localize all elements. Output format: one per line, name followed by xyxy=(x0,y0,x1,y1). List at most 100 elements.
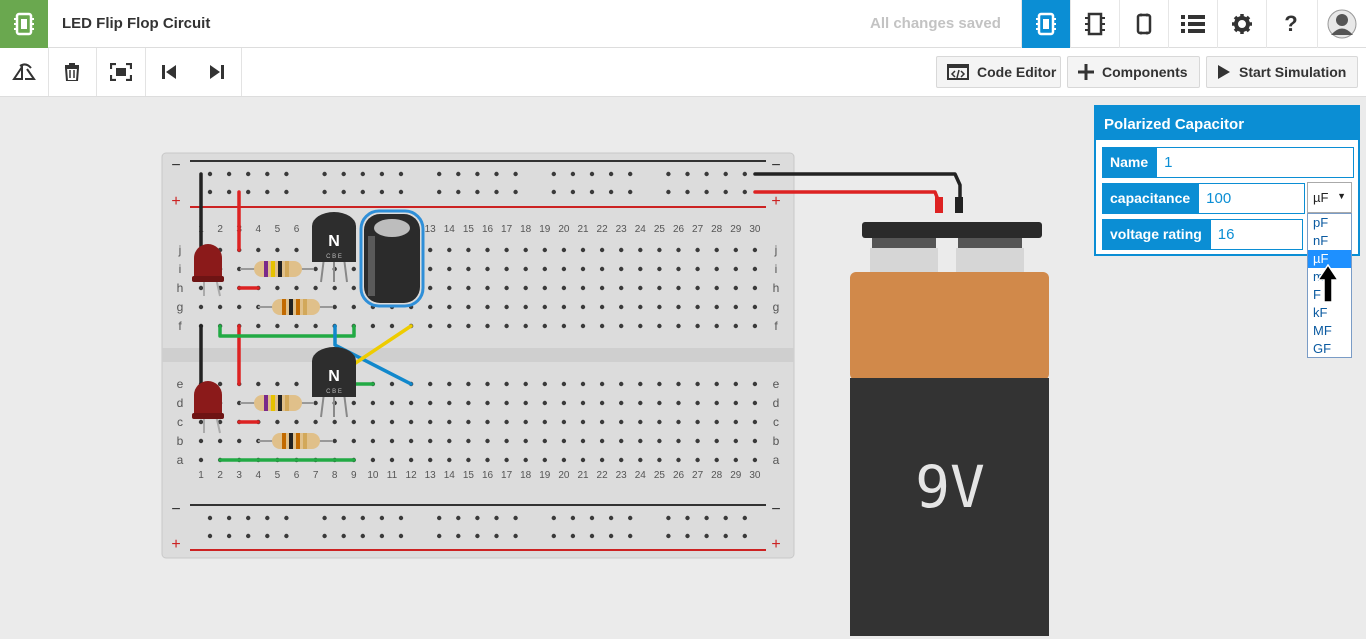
breadboard-hole[interactable] xyxy=(714,323,719,329)
breadboard-hole[interactable] xyxy=(313,285,318,291)
breadboard-hole[interactable] xyxy=(657,323,662,329)
breadboard-hole[interactable] xyxy=(466,304,471,310)
breadboard-hole[interactable] xyxy=(714,247,719,253)
breadboard-hole[interactable] xyxy=(657,247,662,253)
rail-hole[interactable] xyxy=(628,533,633,539)
rail-hole[interactable] xyxy=(207,189,213,195)
breadboard-hole[interactable] xyxy=(542,285,547,291)
breadboard-hole[interactable] xyxy=(733,323,738,329)
breadboard-hole[interactable] xyxy=(504,419,509,425)
unit-option[interactable]: µF xyxy=(1308,250,1351,268)
green-wire-top[interactable] xyxy=(218,324,356,338)
breadboard-hole[interactable] xyxy=(752,381,758,387)
breadboard-hole[interactable] xyxy=(389,419,395,425)
rail-hole[interactable] xyxy=(265,189,270,195)
breadboard-hole[interactable] xyxy=(752,266,758,272)
capacitance-input[interactable] xyxy=(1198,183,1306,214)
rail-hole[interactable] xyxy=(742,189,747,195)
breadboard-hole[interactable] xyxy=(542,247,547,253)
breadboard-hole[interactable] xyxy=(599,419,605,425)
rail-hole[interactable] xyxy=(360,533,365,539)
rail-hole[interactable] xyxy=(494,171,499,177)
breadboard-hole[interactable] xyxy=(351,285,356,291)
breadboard-hole[interactable] xyxy=(408,457,414,463)
rail-hole[interactable] xyxy=(226,533,232,539)
breadboard-hole[interactable] xyxy=(523,400,528,406)
breadboard-hole[interactable] xyxy=(619,419,624,425)
rail-hole[interactable] xyxy=(265,515,270,521)
rail-hole[interactable] xyxy=(322,515,327,521)
breadboard-hole[interactable] xyxy=(447,457,452,463)
rail-hole[interactable] xyxy=(666,515,671,521)
breadboard-hole[interactable] xyxy=(351,400,356,406)
breadboard-hole[interactable] xyxy=(466,457,471,463)
breadboard-hole[interactable] xyxy=(523,438,528,444)
help-button[interactable]: ? xyxy=(1266,0,1315,48)
breadboard-hole[interactable] xyxy=(447,438,452,444)
breadboard-hole[interactable] xyxy=(275,381,280,387)
breadboard-hole[interactable] xyxy=(466,438,471,444)
breadboard-hole[interactable] xyxy=(695,285,700,291)
rail-hole[interactable] xyxy=(379,189,385,195)
voltage-input[interactable] xyxy=(1209,219,1303,250)
breadboard-hole[interactable] xyxy=(619,381,624,387)
rail-hole[interactable] xyxy=(246,515,251,521)
rail-hole[interactable] xyxy=(360,515,365,521)
breadboard-hole[interactable] xyxy=(370,438,376,444)
rail-hole[interactable] xyxy=(284,533,289,539)
rail-hole[interactable] xyxy=(494,189,499,195)
unit-dropdown[interactable]: pFnFµFmFFkFMFGF xyxy=(1307,213,1352,358)
breadboard-hole[interactable] xyxy=(428,304,433,310)
breadboard-hole[interactable] xyxy=(351,419,356,425)
breadboard-hole[interactable] xyxy=(561,457,567,463)
breadboard-hole[interactable] xyxy=(580,323,586,329)
breadboard-hole[interactable] xyxy=(561,438,567,444)
breadboard-hole[interactable] xyxy=(485,438,490,444)
breadboard-hole[interactable] xyxy=(580,266,586,272)
breadboard-hole[interactable] xyxy=(619,457,624,463)
breadboard-hole[interactable] xyxy=(428,247,433,253)
rail-hole[interactable] xyxy=(589,189,595,195)
breadboard-hole[interactable] xyxy=(447,304,452,310)
breadboard-hole[interactable] xyxy=(275,419,280,425)
breadboard-hole[interactable] xyxy=(733,457,738,463)
breadboard-hole[interactable] xyxy=(676,247,681,253)
undo-button[interactable] xyxy=(145,48,193,96)
rail-hole[interactable] xyxy=(341,515,346,521)
breadboard-hole[interactable] xyxy=(485,457,490,463)
breadboard-hole[interactable] xyxy=(504,266,509,272)
breadboard-hole[interactable] xyxy=(523,247,528,253)
rail-hole[interactable] xyxy=(322,189,327,195)
rail-hole[interactable] xyxy=(379,533,385,539)
rail-hole[interactable] xyxy=(570,515,576,521)
rail-hole[interactable] xyxy=(379,171,385,177)
breadboard-hole[interactable] xyxy=(733,285,738,291)
breadboard-hole[interactable] xyxy=(523,323,528,329)
breadboard-hole[interactable] xyxy=(428,266,433,272)
rail-hole[interactable] xyxy=(456,171,461,177)
rail-hole[interactable] xyxy=(246,171,251,177)
breadboard-hole[interactable] xyxy=(198,285,204,291)
rail-hole[interactable] xyxy=(456,189,461,195)
breadboard-hole[interactable] xyxy=(466,323,471,329)
settings-button[interactable] xyxy=(1217,0,1266,48)
rail-hole[interactable] xyxy=(494,515,499,521)
rail-hole[interactable] xyxy=(608,533,614,539)
breadboard-hole[interactable] xyxy=(638,457,643,463)
rail-hole[interactable] xyxy=(398,171,404,177)
breadboard-hole[interactable] xyxy=(217,438,223,444)
breadboard-hole[interactable] xyxy=(580,304,586,310)
breadboard-hole[interactable] xyxy=(599,381,605,387)
breadboard-hole[interactable] xyxy=(370,457,376,463)
rail-hole[interactable] xyxy=(570,533,576,539)
breadboard-hole[interactable] xyxy=(619,285,624,291)
breadboard-hole[interactable] xyxy=(275,285,280,291)
rail-hole[interactable] xyxy=(551,533,556,539)
breadboard-hole[interactable] xyxy=(580,381,586,387)
breadboard-hole[interactable] xyxy=(428,419,433,425)
breadboard-hole[interactable] xyxy=(619,266,624,272)
breadboard-hole[interactable] xyxy=(695,304,700,310)
rail-hole[interactable] xyxy=(704,515,709,521)
rail-hole[interactable] xyxy=(398,189,404,195)
rail-hole[interactable] xyxy=(437,515,442,521)
